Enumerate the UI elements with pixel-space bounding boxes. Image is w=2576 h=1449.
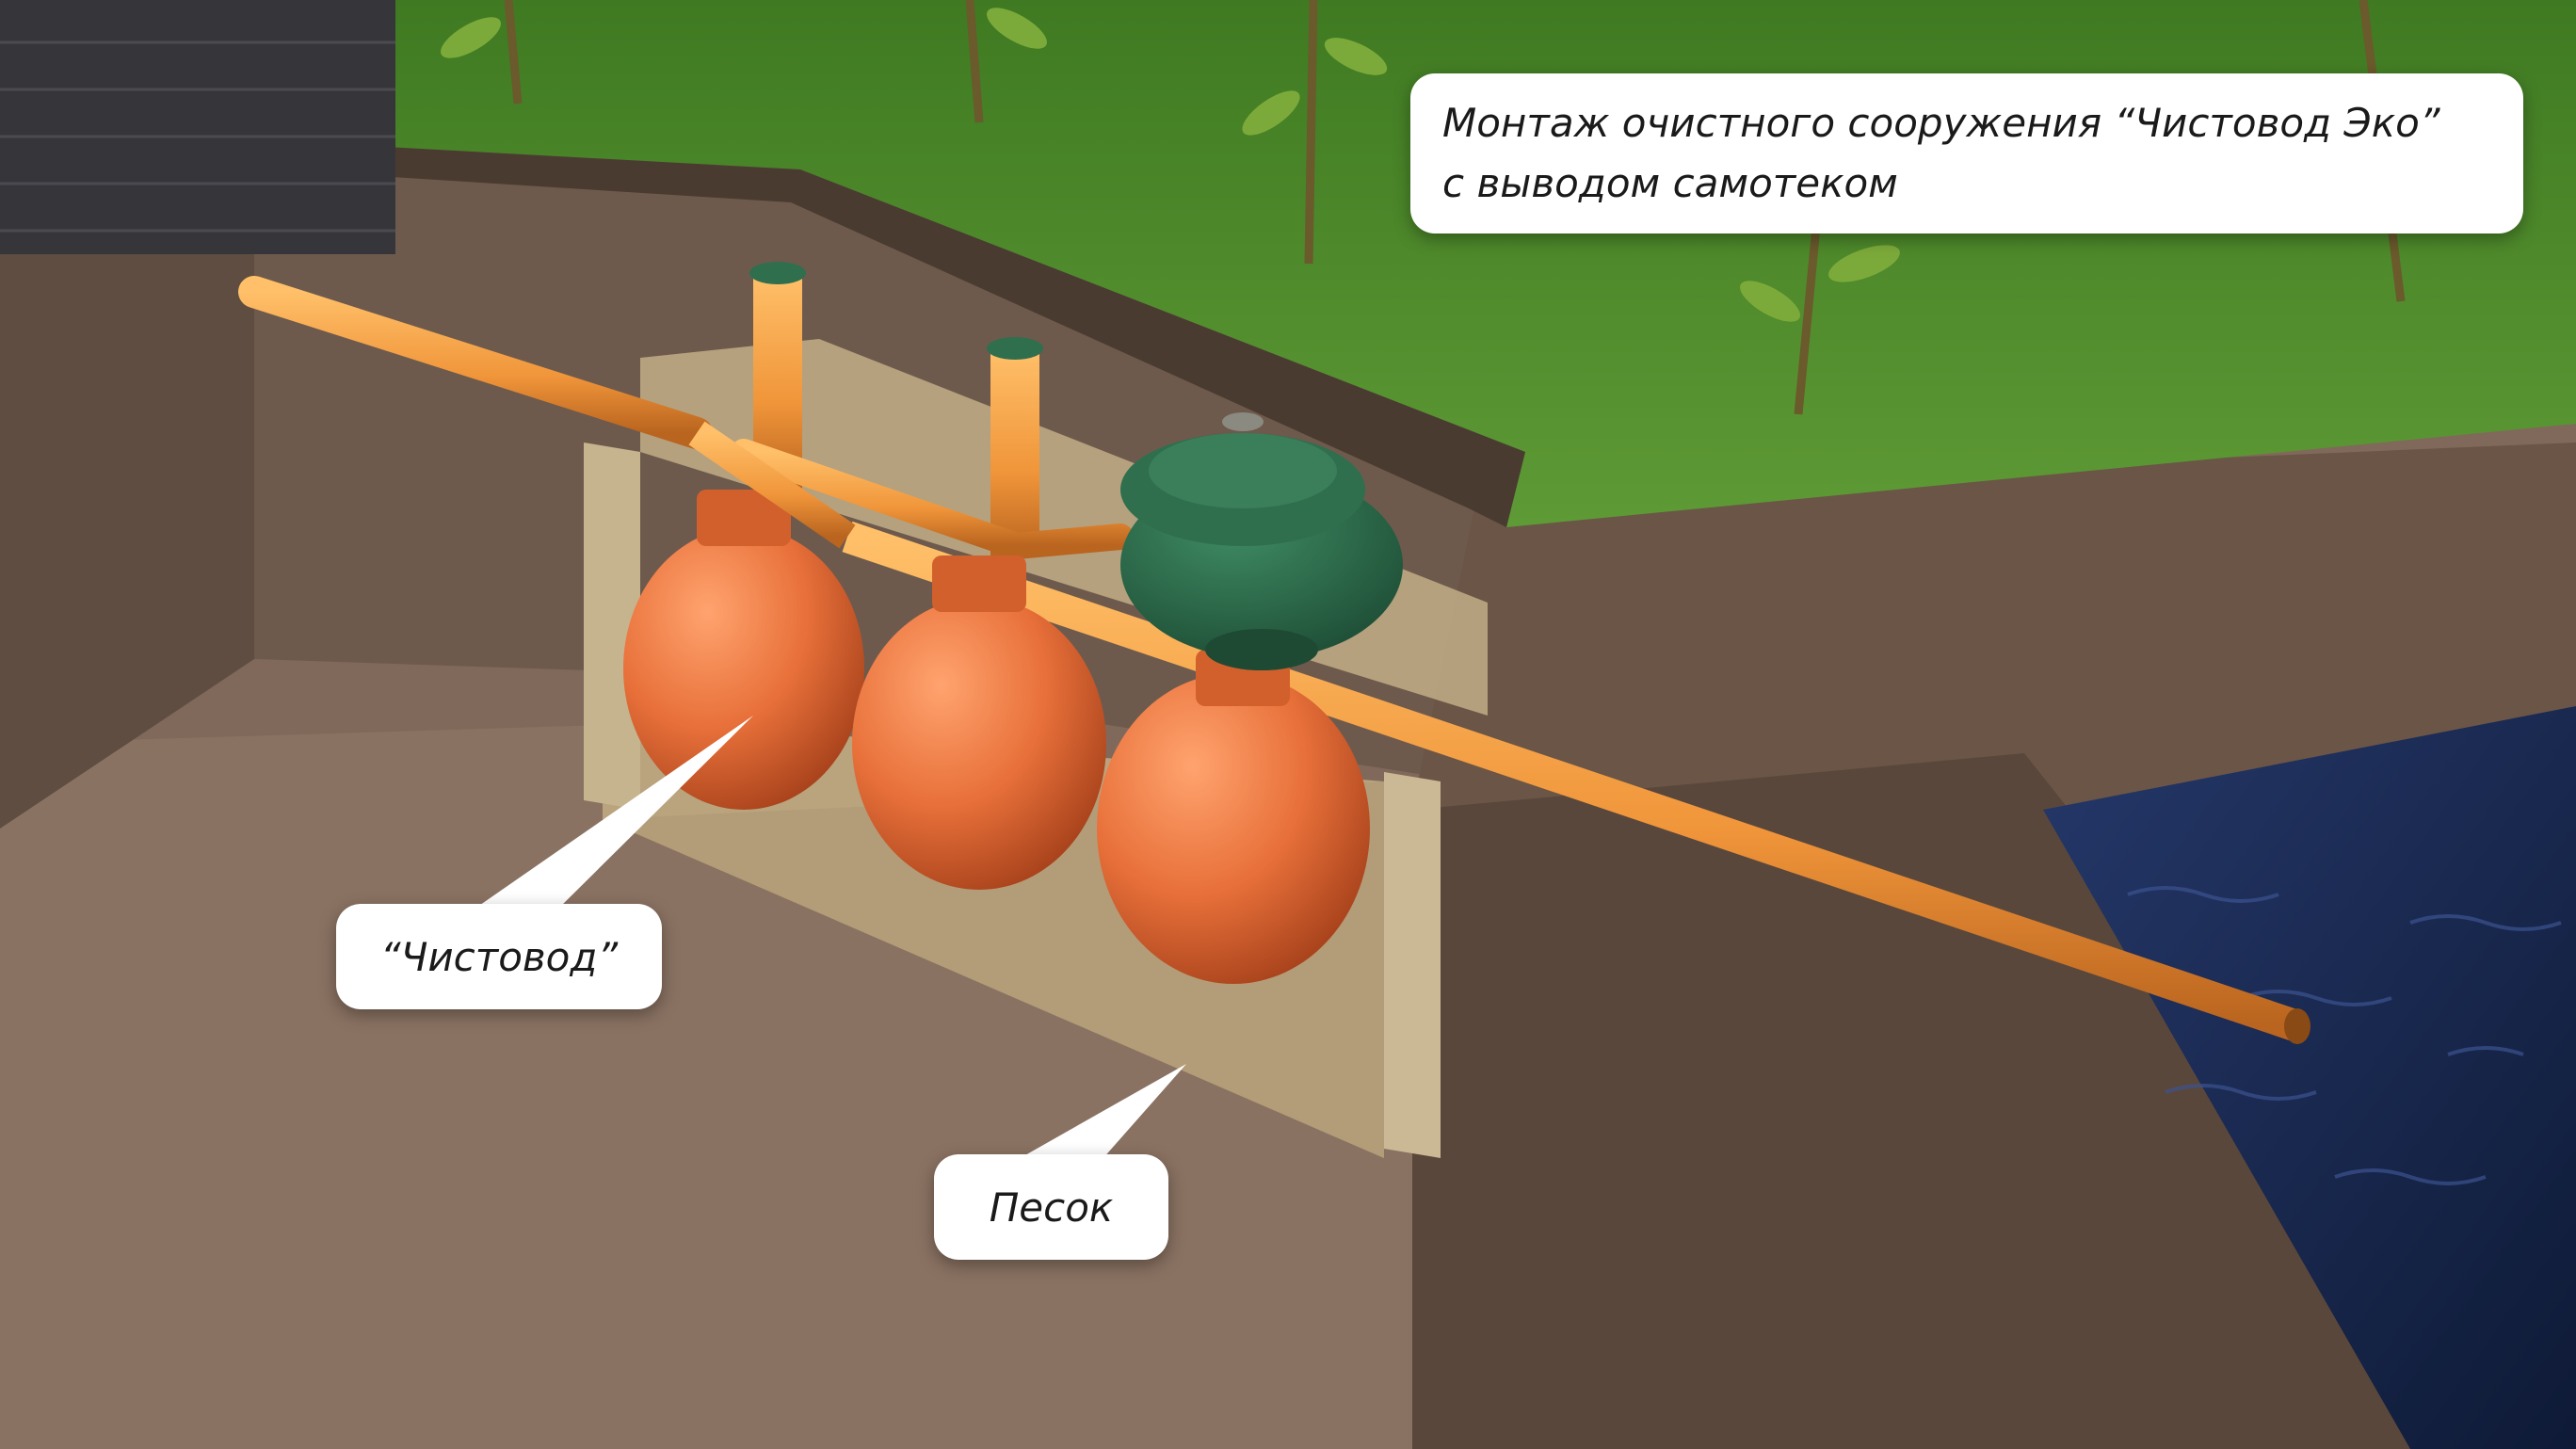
water-ripples — [2127, 886, 2562, 1185]
tank-1 — [623, 527, 864, 810]
grass-edge — [273, 141, 1525, 527]
tank-2 — [852, 598, 1106, 890]
sphere-tank-icon — [623, 527, 1370, 984]
sand-wall-left — [584, 443, 640, 810]
sapling-leaves — [441, 8, 1900, 322]
left-wall — [0, 141, 254, 829]
tank-label: “Чистовод” — [379, 933, 619, 980]
tank-3 — [1097, 673, 1370, 984]
brick-lines — [0, 40, 395, 233]
tank-necks — [697, 490, 1290, 706]
sand-label-callout: Песок — [934, 1154, 1168, 1260]
sand-label: Песок — [989, 1183, 1114, 1231]
sand-wall-right — [1384, 772, 1441, 1158]
sapling-icon — [504, 0, 2406, 415]
tank-label-callout: “Чистовод” — [336, 904, 662, 1009]
sand-pointer — [1017, 1064, 1186, 1160]
eco-cover — [1120, 412, 1403, 670]
outlet-pipe — [842, 521, 2303, 1042]
tank-pointer — [471, 716, 753, 911]
water-pond — [2043, 706, 2576, 1449]
connector-pipe — [731, 439, 1134, 560]
vent-pipe-2 — [990, 348, 1039, 555]
title-line-2: с выводом самотеком — [1442, 160, 1898, 206]
vent-cap-2 — [987, 337, 1043, 360]
vent-cap-1 — [749, 262, 806, 284]
right-wall-face — [1412, 753, 2576, 1449]
pipe-outlet-end — [2284, 1008, 2310, 1044]
title-line-1: Монтаж очистного сооружения “Чистовод Эк… — [1442, 100, 2440, 146]
pipe-through — [688, 421, 856, 549]
inlet-pipe — [238, 276, 713, 449]
title-callout: Монтаж очистного сооружения “Чистовод Эк… — [1410, 73, 2523, 233]
